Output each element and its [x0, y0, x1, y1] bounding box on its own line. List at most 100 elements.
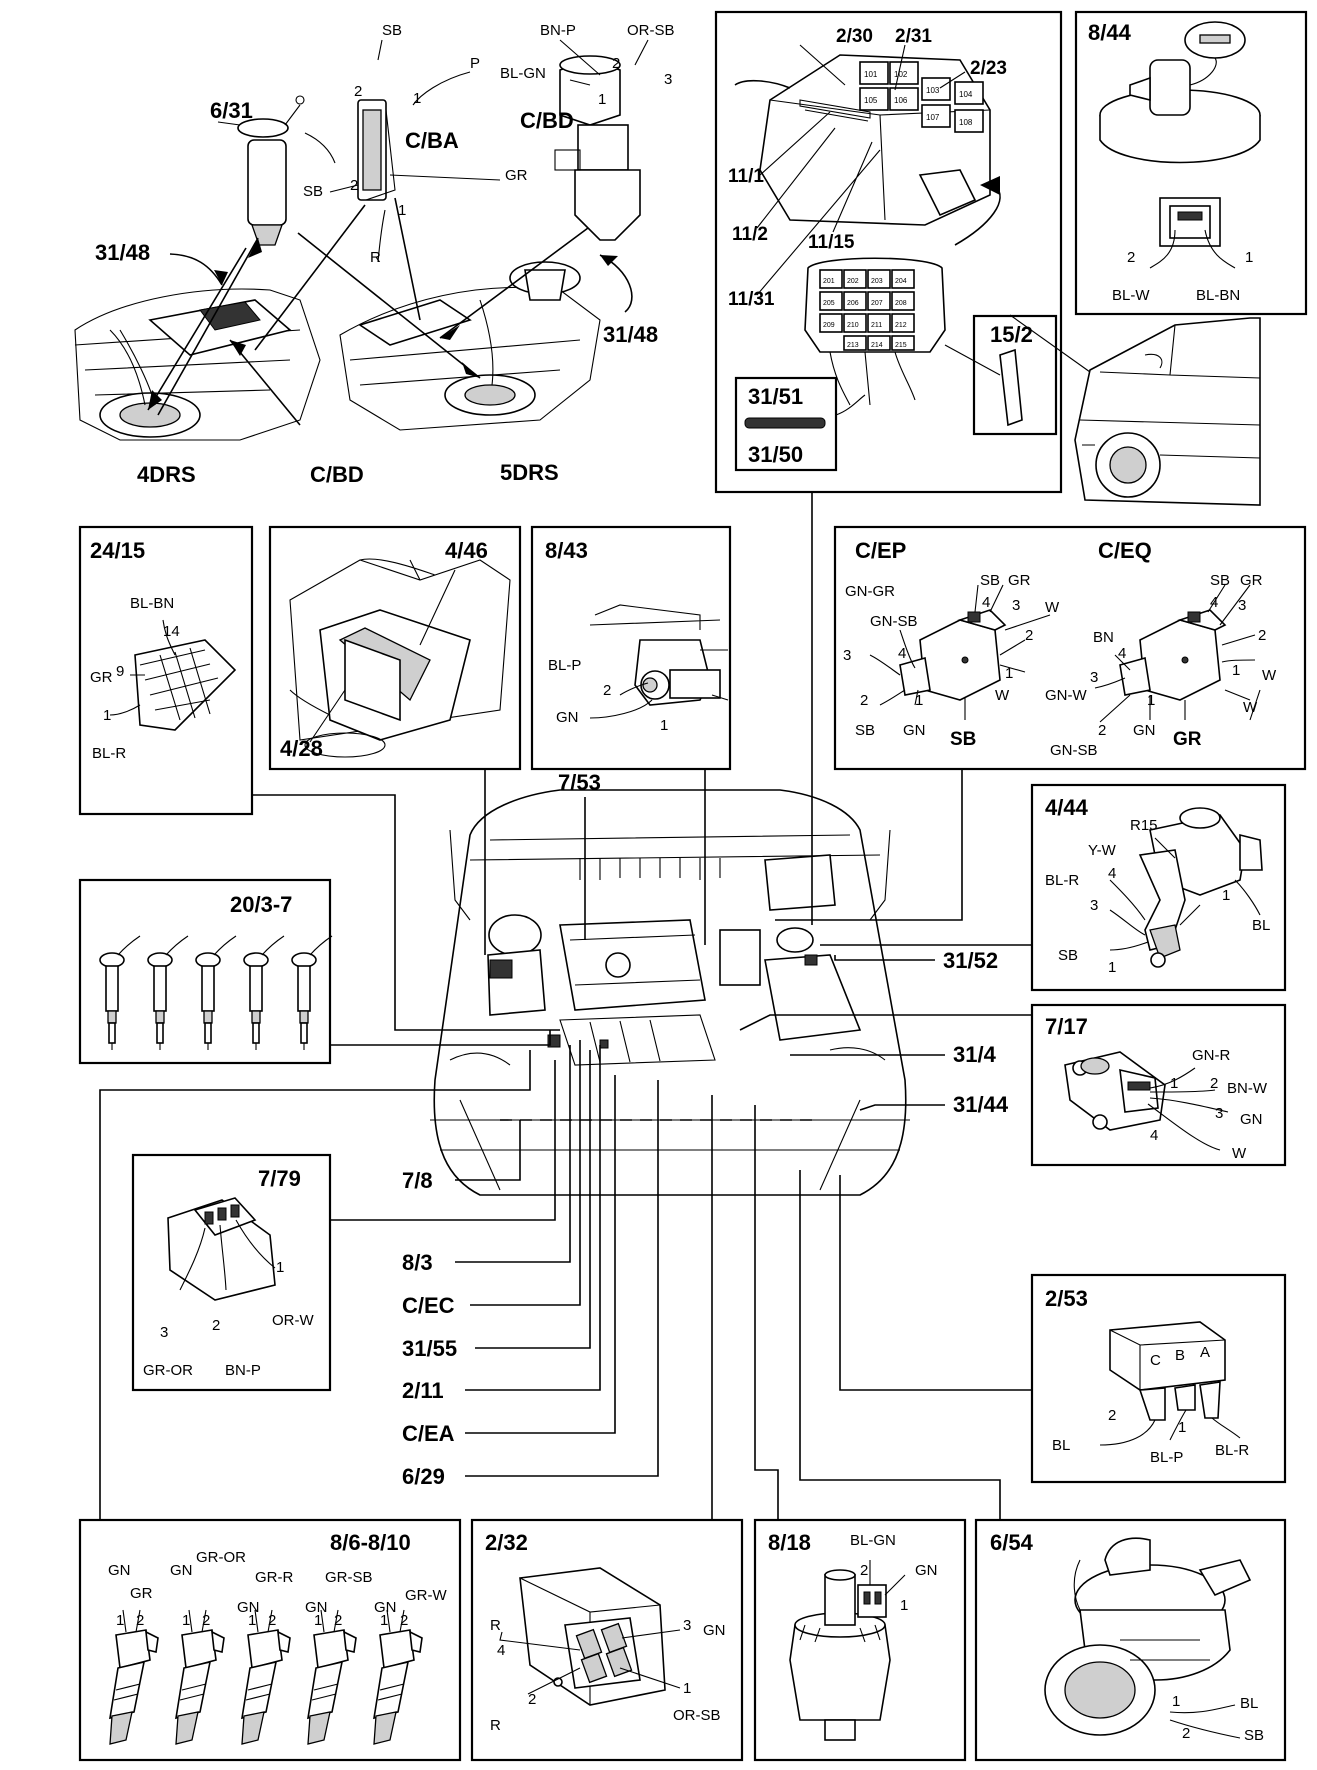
box-2-53: 2/53 C B A 2 1 BL BL-P BL-R [1045, 1286, 1249, 1466]
label-2-30: 2/30 [836, 26, 873, 47]
box-8-43-title: 8/43 [545, 538, 588, 563]
box-8-18-gn: GN [915, 1562, 938, 1579]
relay-203: 203 [871, 278, 883, 285]
label-2-23: 2/23 [970, 58, 1007, 79]
relay-201: 201 [823, 278, 835, 285]
ceq-wire-bn: BN [1093, 629, 1114, 646]
leader-lines [99, 492, 1032, 1520]
box-4-46-frame [268, 525, 522, 771]
box-8-44-wire-bl-bn: BL-BN [1196, 287, 1240, 304]
box-8-18-title: 8/18 [768, 1530, 811, 1555]
injector-icon [373, 1609, 423, 1745]
box-6-54-pin-2: 2 [1182, 1725, 1190, 1742]
box-24-15-pin-1: 1 [103, 707, 111, 724]
engine-callouts: 7/53 31/52 31/4 31/44 7/8 8/3 C/EC 31/55… [402, 770, 1009, 1489]
box-8-6: 8/6-8/10 [330, 1530, 411, 1555]
wire-p: P [470, 55, 480, 72]
label-15-2: 15/2 [990, 322, 1033, 347]
cep-pin-3: 3 [843, 647, 851, 664]
relay-215: 215 [895, 342, 907, 349]
label-11-31: 11/31 [728, 289, 775, 310]
ceq-pin-3b: 3 [1090, 669, 1098, 686]
fuel-pump-area: 6/31 C/BA C/BD 31/48 31/48 4DRS C/BD 5DR… [74, 22, 675, 487]
box-2-53-a: A [1200, 1344, 1210, 1361]
spark-plug-group [99, 935, 333, 1050]
box-7-79-frame [131, 1153, 332, 1392]
injector-wire-label: GN [237, 1599, 260, 1616]
box-2-53-pin-2: 2 [1108, 1407, 1116, 1424]
box-2-32: 2/32 R 4 2 R 3 GN 1 OR-SB [485, 1530, 726, 1734]
box-6-54-title: 6/54 [990, 1530, 1034, 1555]
relay-104: 104 [959, 90, 973, 99]
box-8-44: 8/44 2 1 BL-W BL-BN [1088, 20, 1261, 304]
box-ceq-title: C/EQ [1098, 538, 1152, 563]
box-24-15-wire-bl-bn: BL-BN [130, 595, 174, 612]
label-31-48-right: 31/48 [603, 322, 658, 347]
relay-102: 102 [894, 70, 908, 79]
bottom-relay-grid [819, 269, 915, 351]
box-4-44-pin-4: 4 [1108, 865, 1116, 882]
box-4-44-pin-1: 1 [1108, 959, 1116, 976]
injector-wire-label: GN [170, 1562, 193, 1579]
wire-bl-gn: BL-GN [500, 65, 546, 82]
injector-icon [241, 1609, 291, 1745]
callout-c-ec: C/EC [402, 1293, 455, 1318]
ceq-pin-2: 2 [1258, 627, 1266, 644]
label-31-48-left: 31/48 [95, 240, 150, 265]
label-2-31: 2/31 [895, 26, 932, 47]
box-4-44-frame [1030, 783, 1287, 992]
injector-wire-label: GR-OR [196, 1549, 246, 1566]
injector-wire-label: GR [130, 1585, 153, 1602]
box-2-32-pin-1: 1 [683, 1680, 691, 1697]
box-cep-title: C/EP [855, 538, 906, 563]
box-2-32-pin-3: 3 [683, 1617, 691, 1634]
injector-wire-label: GN [108, 1562, 131, 1579]
box-7-79-title: 7/79 [258, 1166, 301, 1191]
cep-pin-2: 2 [860, 692, 868, 709]
box-20-3-7-title: 20/3-7 [230, 892, 292, 917]
wire-sb-top: SB [382, 22, 402, 39]
car-side-view [1009, 314, 1261, 506]
wire-sb-left: SB [303, 183, 323, 200]
spark-plug-icon [147, 935, 189, 1050]
callout-31-44: 31/44 [953, 1092, 1009, 1117]
injector-wire-label: GN [305, 1599, 328, 1616]
spark-plug-icon [291, 935, 333, 1050]
wire-bn-p: BN-P [540, 22, 576, 39]
box-7-17-gn-r: GN-R [1192, 1047, 1230, 1064]
label-c-ba: C/BA [405, 128, 459, 153]
ceq-pin-4b: 4 [1118, 645, 1126, 662]
callout-31-52: 31/52 [943, 948, 998, 973]
injector-pin-label: 2 [202, 1612, 210, 1629]
cep-pin-1: 1 [915, 692, 923, 709]
box-4-44-pin-3: 3 [1090, 897, 1098, 914]
box-6-54-sb: SB [1244, 1727, 1264, 1744]
cep-wire-gn-sb: GN-SB [870, 613, 918, 630]
cep-wire-sb-bot: SB [855, 722, 875, 739]
cep-pin-2b: 2 [1025, 627, 1033, 644]
pin-3c: 3 [664, 71, 672, 88]
cep-wire-sb-top: SB [980, 572, 1000, 589]
box-2-53-frame [1030, 1273, 1287, 1484]
box-2-32-or-sb: OR-SB [673, 1707, 721, 1724]
pin-2c: 2 [612, 55, 620, 72]
box-2-32-pin-4: 4 [497, 1642, 505, 1659]
cep-pin-3b: 3 [1012, 597, 1020, 614]
injector-pin-label: 1 [314, 1612, 322, 1629]
box-7-17: 7/17 GN-R 1 2 BN-W 3 GN 4 W [1045, 1014, 1268, 1162]
box-24-15-title: 24/15 [90, 538, 145, 563]
box-7-79: 7/79 1 OR-W 3 2 GR-OR BN-P [143, 1166, 314, 1379]
ceq-pin-1: 1 [1232, 662, 1240, 679]
relay-103: 103 [926, 86, 940, 95]
cep-pin-1b: 1 [1005, 665, 1013, 682]
spark-plug-icon [243, 935, 285, 1050]
box-7-17-pin-3: 3 [1215, 1105, 1223, 1122]
box-8-44-wire-bl-w: BL-W [1112, 287, 1150, 304]
relay-205: 205 [823, 300, 835, 307]
relay-212: 212 [895, 322, 907, 329]
box-8-18: 8/18 BL-GN 2 GN 1 [768, 1530, 938, 1741]
callout-31-4: 31/4 [953, 1042, 997, 1067]
box-24-15: 24/15 BL-BN 14 GR 9 1 BL-R [90, 538, 237, 762]
label-c-bd-top: C/BD [520, 108, 574, 133]
box-8-43-wire-gn: GN [556, 709, 579, 726]
